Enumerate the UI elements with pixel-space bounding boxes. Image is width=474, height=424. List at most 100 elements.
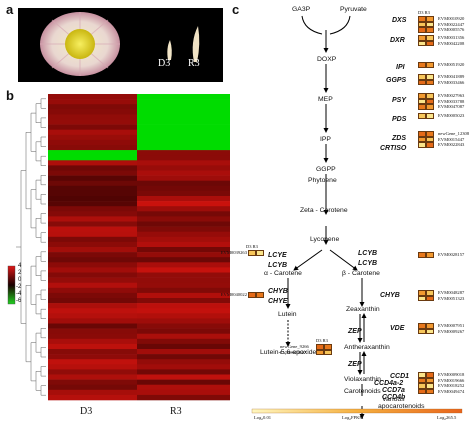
expression-cell <box>418 35 426 41</box>
heatmap-cell <box>48 119 137 125</box>
expression-cell <box>418 62 426 68</box>
gene-id: EVM0042208 <box>438 40 465 46</box>
gene-id: EVM0047087 <box>438 104 465 110</box>
expression-cell <box>426 131 434 137</box>
heatmap-cell <box>48 155 137 161</box>
heatmap-cell <box>48 196 137 202</box>
heatmap-cell <box>48 277 137 283</box>
legend-tick-4: 4 <box>18 263 22 269</box>
gene-id: EVM0027963 <box>438 93 465 98</box>
enzyme-ccd7a: CCD7a <box>382 387 405 394</box>
heatmap-cell <box>48 201 137 207</box>
heatmap-cell <box>137 134 230 141</box>
heatmap-cell <box>137 262 230 268</box>
scale-label-left: Log₂0.01 <box>254 415 272 420</box>
heatmap-cell <box>137 221 230 227</box>
heatmap-cell <box>137 277 230 283</box>
heatmap-cell <box>137 99 230 105</box>
heatmap-cell <box>137 104 230 110</box>
heatmap-cell <box>137 231 230 238</box>
expression-cell <box>426 252 434 258</box>
heatmap-cell <box>48 236 137 243</box>
expression-cell <box>248 250 256 256</box>
heatmap-cell <box>48 145 137 151</box>
heatmap-cell <box>48 364 137 370</box>
heatmap-cell <box>48 257 137 263</box>
heatmap-cell <box>48 349 137 355</box>
panel-letter-a: a <box>6 2 14 17</box>
expression-cell <box>418 377 426 384</box>
gene-id: EVM0039263 <box>220 250 247 255</box>
expression-cell <box>426 74 434 80</box>
enzyme-lcyb-left: LCYB <box>268 262 288 269</box>
enzyme-zds: ZDS <box>392 135 406 142</box>
heatmap-cell <box>48 313 137 319</box>
expression-cell <box>418 21 426 28</box>
gene-id: EVM0040022 <box>220 292 247 297</box>
heatmap-cell <box>137 354 230 360</box>
enzyme-chyb-left: CHYB <box>268 288 288 295</box>
node-lutein-epoxide: Lutein-5,6-epoxide <box>260 349 317 356</box>
gene-id: EVM0033466 <box>438 79 465 85</box>
node-apocarotenoids: apocarotenoids <box>378 403 425 410</box>
heatmap-cell <box>137 109 230 115</box>
expression-cell <box>248 292 256 298</box>
heatmap-cell <box>137 241 230 248</box>
heatmap-cell <box>48 262 137 268</box>
node-alpha-carotene: α - Carotene <box>264 270 302 277</box>
gene-id: EVM0007951 <box>438 323 465 328</box>
heatmap-cell <box>137 124 230 130</box>
gene-id: newGene_9266 <box>280 344 309 349</box>
expression-cell <box>426 136 434 143</box>
heatmap-cell <box>48 333 137 340</box>
gene-id: EVM0031356 <box>438 35 465 40</box>
heatmap-cell <box>137 150 230 156</box>
heatmap-panel: 4 2 0 -2 -4 -6 D3 R3 <box>0 88 230 424</box>
expression-cell <box>426 328 434 335</box>
heatmap-cell <box>48 379 137 385</box>
heatmap-cell <box>48 160 137 166</box>
dr-header-left: D3 R3 <box>246 244 258 249</box>
node-various: Various <box>382 396 405 403</box>
heatmap-cell <box>137 175 230 181</box>
expression-cell <box>418 131 426 137</box>
heatmap-cell <box>48 231 137 238</box>
expression-cell <box>418 98 426 105</box>
heatmap-cell <box>137 252 230 258</box>
heatmap-cell <box>48 190 137 197</box>
node-lutein: Lutein <box>278 311 297 318</box>
heatmap-cell <box>137 292 230 299</box>
heatmap-cell <box>137 114 230 120</box>
heatmap-cell <box>48 328 137 334</box>
heatmap-cell <box>137 196 230 202</box>
heatmap-cells <box>48 94 230 401</box>
color-legend-bar <box>7 265 16 305</box>
heatmap-cell <box>137 236 230 243</box>
enzyme-psy: PSY <box>392 97 407 104</box>
expression-cell <box>426 98 434 105</box>
fpkm-scale-bar <box>251 408 463 414</box>
expression-cell <box>418 79 426 86</box>
heatmap-cell <box>137 328 230 334</box>
heatmap-cell <box>48 272 137 278</box>
expression-cell <box>418 40 426 47</box>
node-zeta-carotene: Zeta - Carotene <box>300 207 348 214</box>
expression-cell <box>418 93 426 99</box>
legend-tick-2: 2 <box>18 270 22 276</box>
heatmap-cell <box>48 394 137 401</box>
heatmap-cell <box>137 364 230 370</box>
gene-id: EVM0019666 <box>438 377 465 383</box>
expression-cell <box>256 292 264 298</box>
gene-id: EVM0021607 <box>280 349 307 355</box>
flower-illustration <box>40 12 200 76</box>
expression-cell <box>418 104 426 110</box>
heatmap-cell <box>48 384 137 391</box>
heatmap-cell <box>48 206 137 212</box>
pathway-arrows <box>251 15 463 419</box>
expression-cell <box>426 40 434 47</box>
heatmap-cell <box>137 257 230 263</box>
expression-cell <box>426 79 434 86</box>
node-carotenoids: Carotenoids <box>344 388 381 395</box>
gene-id: EVM0033788 <box>438 98 465 104</box>
heatmap-cell <box>137 308 230 314</box>
